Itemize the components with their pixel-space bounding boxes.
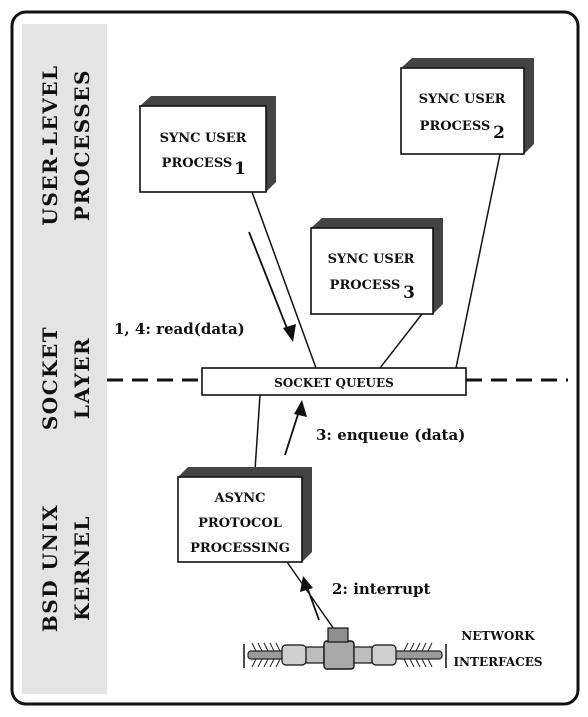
network-label-line1: NETWORK — [461, 629, 535, 643]
sync-user-process-1: SYNC USER PROCESS 1 — [139, 96, 276, 193]
interrupt-step-label: 2: interrupt — [332, 580, 430, 598]
read-step-label: 1, 4: read(data) — [114, 320, 245, 338]
async-line2: PROTOCOL — [198, 516, 282, 531]
async-line1: ASYNC — [214, 491, 266, 506]
process-3-line2: PROCESS — [330, 278, 401, 293]
process-1-line1: SYNC USER — [160, 131, 247, 146]
sync-user-process-3: SYNC USER PROCESS 3 — [310, 218, 443, 315]
network-cable-icon — [243, 627, 447, 670]
network-label-line2: INTERFACES — [453, 655, 542, 669]
async-line3: PROCESSING — [190, 541, 290, 556]
process-2-line2: PROCESS — [420, 119, 491, 134]
line-queues-to-async — [254, 394, 261, 471]
process-2-subscript: 2 — [493, 123, 505, 143]
enqueue-step-label: 3: enqueue (data) — [316, 426, 465, 444]
interrupt-arrow — [305, 583, 320, 621]
socket-queues-box: SOCKET QUEUES — [201, 367, 467, 396]
line-p3-to-queues — [379, 313, 423, 369]
line-p2-to-queues — [455, 153, 501, 369]
line-p1-to-queues — [251, 191, 317, 369]
socket-queues-label: SOCKET QUEUES — [274, 376, 394, 390]
process-1-subscript: 1 — [234, 159, 246, 179]
read-arrowhead — [283, 324, 296, 342]
process-1-line2: PROCESS — [162, 156, 233, 171]
read-arrow — [248, 231, 291, 337]
process-2-line1: SYNC USER — [419, 92, 506, 107]
process-3-subscript: 3 — [403, 283, 415, 303]
layer-label-band — [22, 24, 107, 694]
sync-user-process-2: SYNC USER PROCESS 2 — [400, 58, 534, 155]
process-3-line1: SYNC USER — [328, 252, 415, 267]
enqueue-arrow — [284, 407, 301, 456]
async-protocol-box: ASYNC PROTOCOL PROCESSING — [177, 467, 312, 563]
enqueue-arrowhead — [294, 400, 307, 417]
interrupt-arrowhead — [300, 576, 313, 592]
